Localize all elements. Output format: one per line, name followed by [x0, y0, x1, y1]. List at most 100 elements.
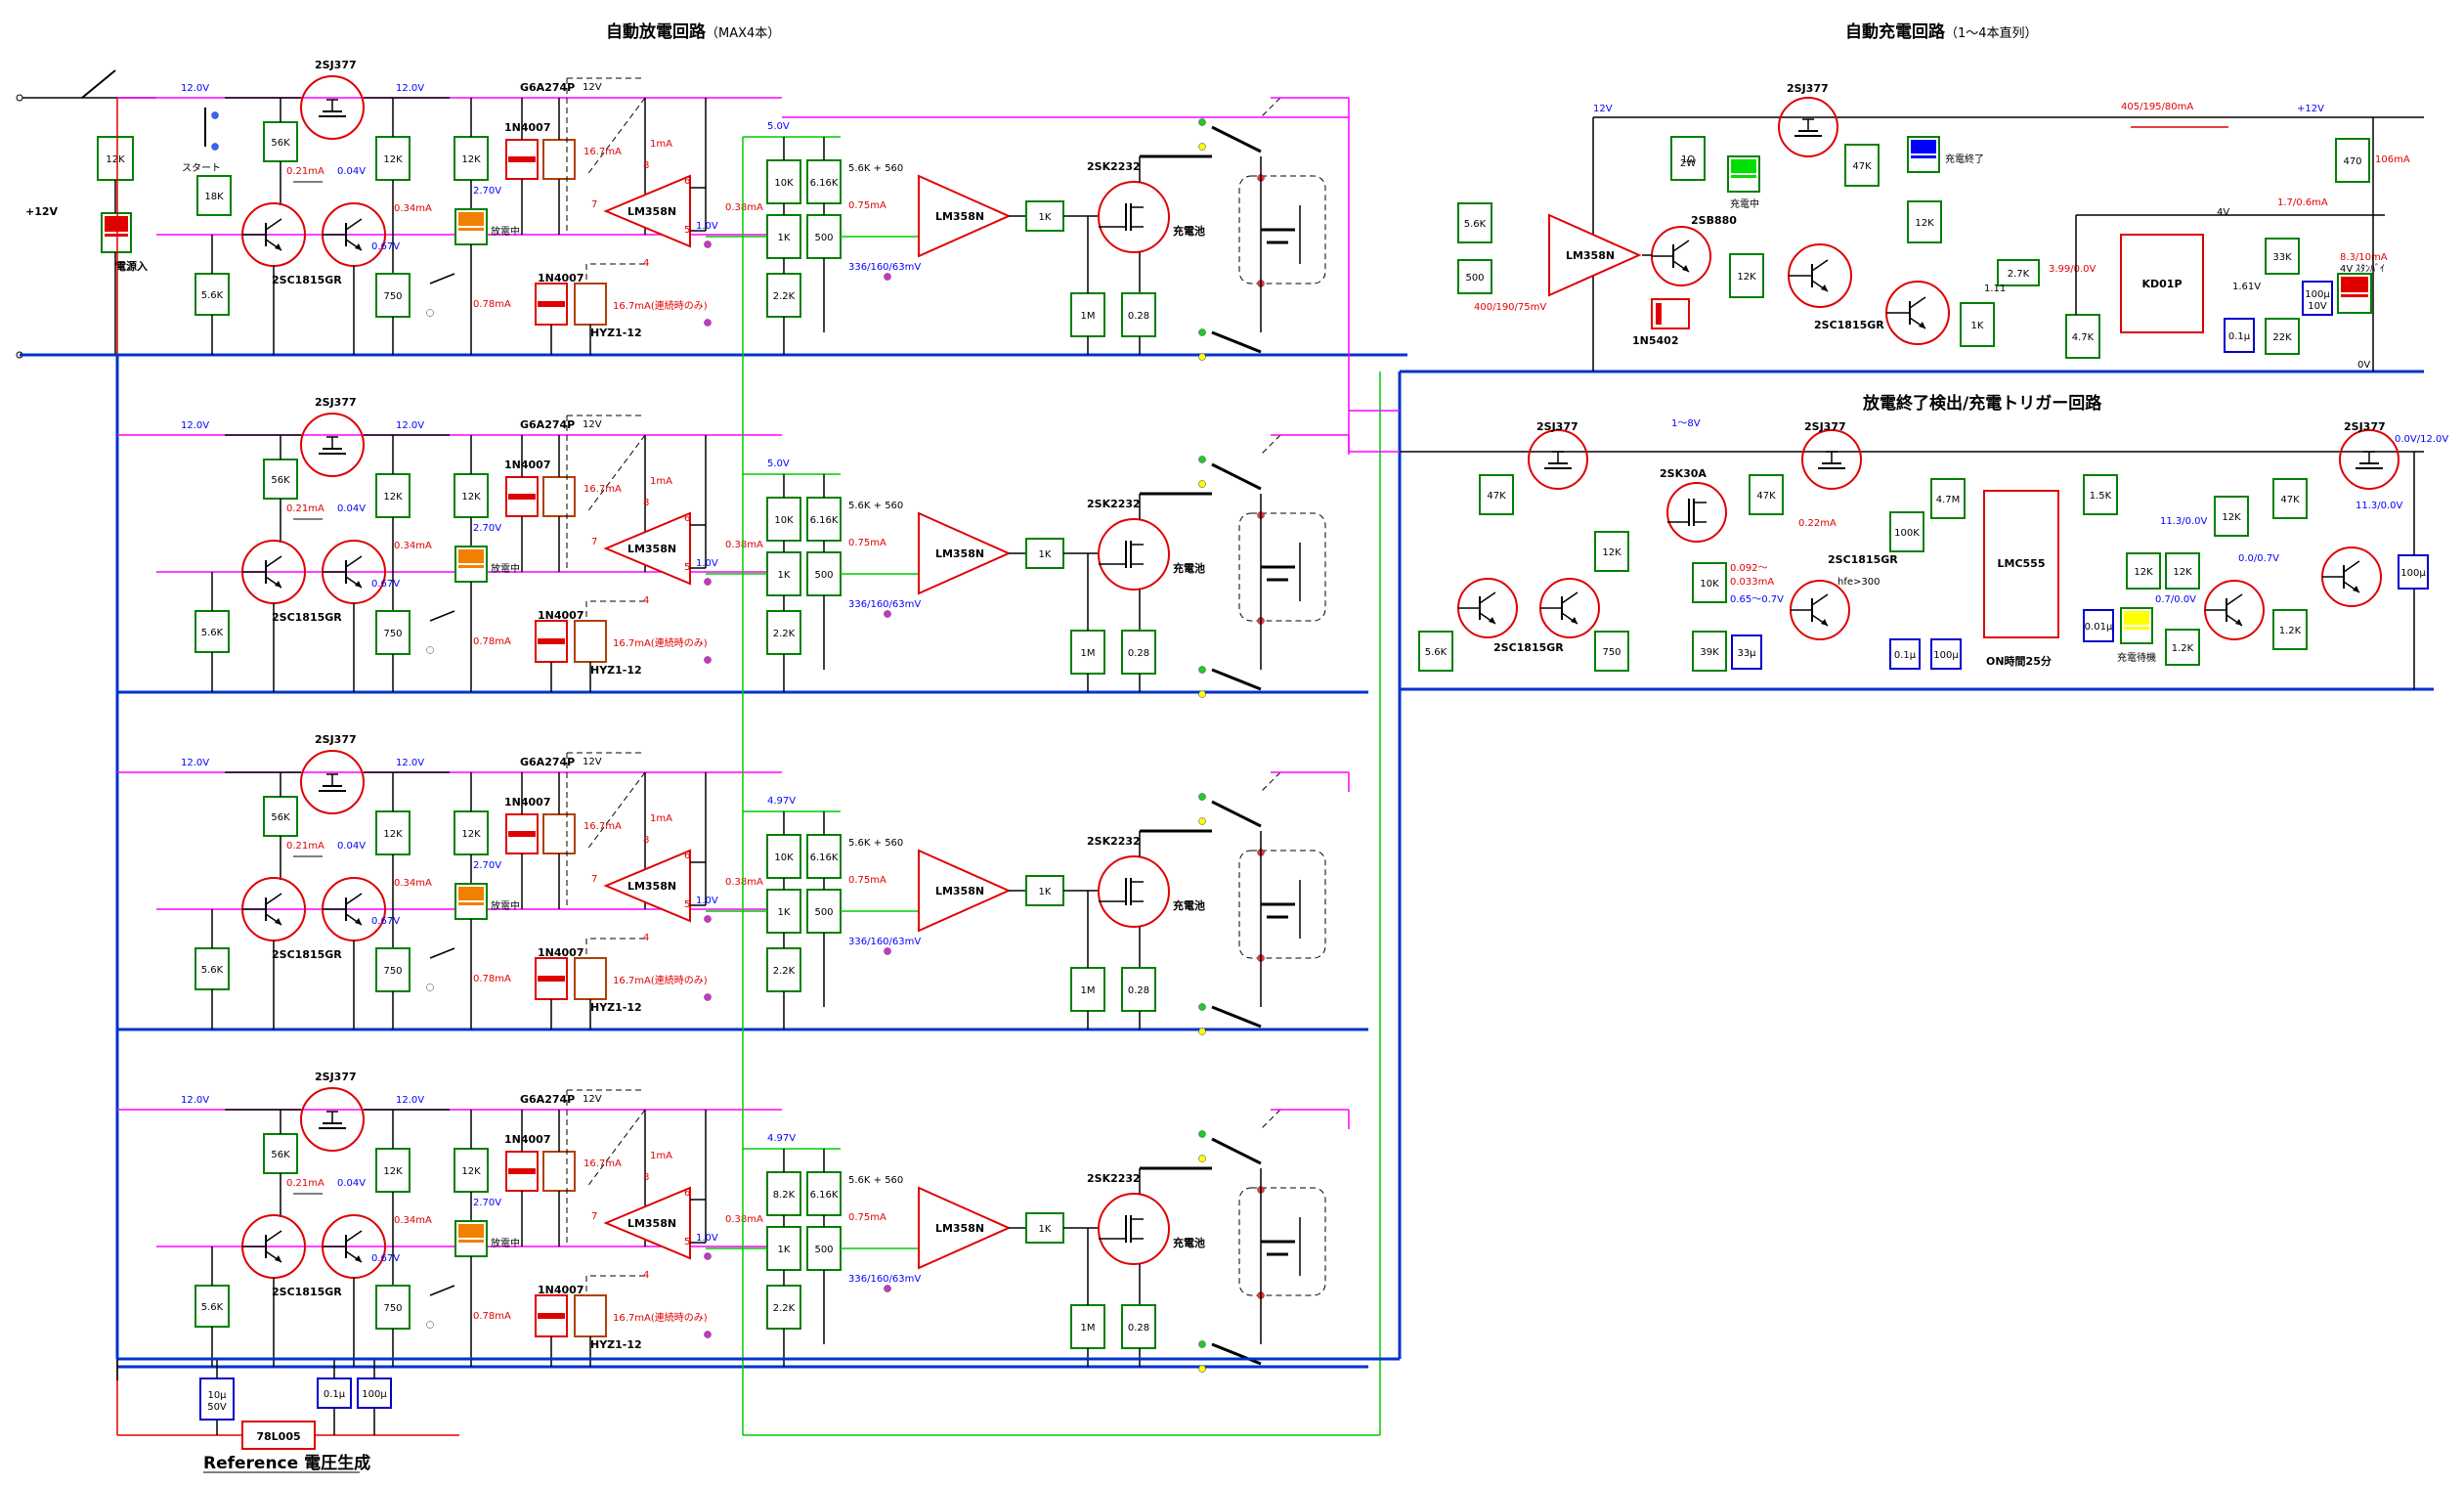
resistor: 5.6K	[195, 947, 230, 990]
led-glow	[1731, 159, 1756, 173]
current-label: 16.7mA(連続時のみ)	[613, 299, 708, 312]
resistor: 1K	[766, 889, 801, 934]
resistor-body	[766, 159, 801, 204]
diode-1n4007-top	[505, 139, 539, 180]
resistor: 5.6K	[195, 1285, 230, 1328]
test-point	[704, 1331, 712, 1338]
resistor-body	[1729, 253, 1764, 298]
resistor-value: 12K	[1737, 272, 1756, 283]
resistor-value: 500	[1465, 273, 1484, 284]
resistor-body	[263, 796, 298, 837]
resistor: 10K	[766, 159, 801, 204]
resistor: 47K	[1479, 474, 1514, 515]
pin-label: 6	[684, 176, 690, 187]
diode-label: 1N4007	[538, 1284, 584, 1296]
npn-transistor	[2321, 547, 2382, 607]
test-point	[1198, 1340, 1206, 1348]
pin-label: 4	[643, 1270, 649, 1281]
wire	[1260, 434, 1281, 456]
resistor-value: 12K	[1602, 547, 1621, 558]
opamp-label: LM358N	[935, 885, 984, 897]
pin-label: 7	[591, 874, 597, 885]
fet-label: 2SK2232	[1087, 160, 1141, 173]
resistor-body	[195, 610, 230, 653]
jfet-label: 2SK30A	[1660, 467, 1707, 480]
resistor: 10K	[766, 497, 801, 542]
resistor-body	[1025, 200, 1064, 232]
charge-voltage: 4V	[2217, 207, 2229, 218]
resistor-value: 6.16K	[810, 178, 839, 189]
relay-voltage: 12V	[583, 419, 602, 430]
mosfet-label: 2SJ377	[315, 733, 357, 746]
start-switch-label: スタート	[182, 162, 221, 174]
power-label: +12V	[25, 205, 59, 218]
voltage-label: 0.04V	[337, 841, 366, 852]
rail-voltage: 12.0V	[181, 758, 209, 768]
detect-range: 1～8V	[1671, 418, 1701, 429]
charge-current: 106mA	[2375, 154, 2410, 165]
diode-label: 1N4007	[504, 459, 550, 471]
test-point	[1198, 1003, 1206, 1011]
resistor-value: 10K	[774, 178, 794, 189]
resistor-body	[196, 175, 232, 216]
wire	[1479, 591, 1496, 604]
wire	[1211, 1005, 1262, 1028]
resistor-body	[263, 459, 298, 500]
resistor: 1K	[1025, 538, 1064, 569]
detect-current: 0.22mA	[1798, 518, 1837, 529]
current-label: 0.21mA	[286, 166, 324, 177]
resistor-body	[766, 947, 801, 992]
resistor-value: 1K	[1039, 549, 1052, 560]
test-point	[1198, 690, 1206, 698]
voltage-label: 336/160/63mV	[848, 262, 921, 273]
capacitor-voltage: 50V	[207, 1402, 227, 1413]
resistor-value: 12K	[383, 1166, 403, 1177]
mosfet-label: 2SJ377	[315, 396, 357, 409]
voltage-label: 0.04V	[337, 503, 366, 514]
emitter-arrow	[1682, 265, 1689, 272]
emitter-arrow	[355, 1255, 362, 1262]
resistor-body	[1960, 302, 1995, 347]
kd01p-ic	[2120, 234, 2204, 333]
capacitor-value: 10μ	[207, 1390, 227, 1401]
test-point	[884, 1285, 891, 1292]
resistor-value: 100K	[1894, 528, 1920, 539]
mosfet-body	[1098, 855, 1170, 928]
resistor: 0.28	[1121, 1304, 1156, 1349]
resistor-value: 4.7K	[2072, 332, 2095, 343]
resistor-combo: 5.6K + 560	[848, 501, 903, 511]
current-label: 0.78mA	[473, 299, 511, 310]
resistor: 12K	[375, 473, 411, 518]
resistor-value: 6.16K	[810, 515, 839, 526]
resistor-value: 39K	[1700, 647, 1719, 658]
opamp-body	[603, 1186, 691, 1260]
resistor: 1K	[766, 1226, 801, 1271]
capacitor-body	[2224, 318, 2255, 353]
resistor-value: 12K	[461, 492, 481, 503]
resistor-value: 6.16K	[810, 853, 839, 863]
opamp: LM358N	[1548, 213, 1642, 297]
mosfet-body	[1098, 518, 1170, 590]
voltage-label: 1.0V	[696, 1233, 718, 1244]
diode-label: 1N4007	[538, 609, 584, 622]
resistor-body	[263, 121, 298, 162]
led-glow	[1911, 140, 1936, 153]
resistor-body	[806, 497, 842, 542]
resistor: 1Ω	[1670, 136, 1706, 181]
test-point	[884, 947, 891, 955]
resistor: 1K	[1025, 1212, 1064, 1244]
detect-voltage: 11.3/0.0V	[2356, 501, 2403, 511]
regulator-body	[241, 1421, 316, 1450]
led-note: ｽﾀﾝﾊﾞｲ	[2356, 263, 2385, 275]
diode-band	[508, 1168, 536, 1174]
wire	[345, 1230, 363, 1243]
diode-1n4007-bottom	[535, 1294, 568, 1337]
mosfet-body	[1778, 97, 1838, 157]
wire	[345, 555, 363, 568]
pin-label: 7	[591, 1211, 597, 1222]
diode-1n4007-bottom	[535, 957, 568, 1000]
resistor: 1M	[1070, 630, 1105, 675]
